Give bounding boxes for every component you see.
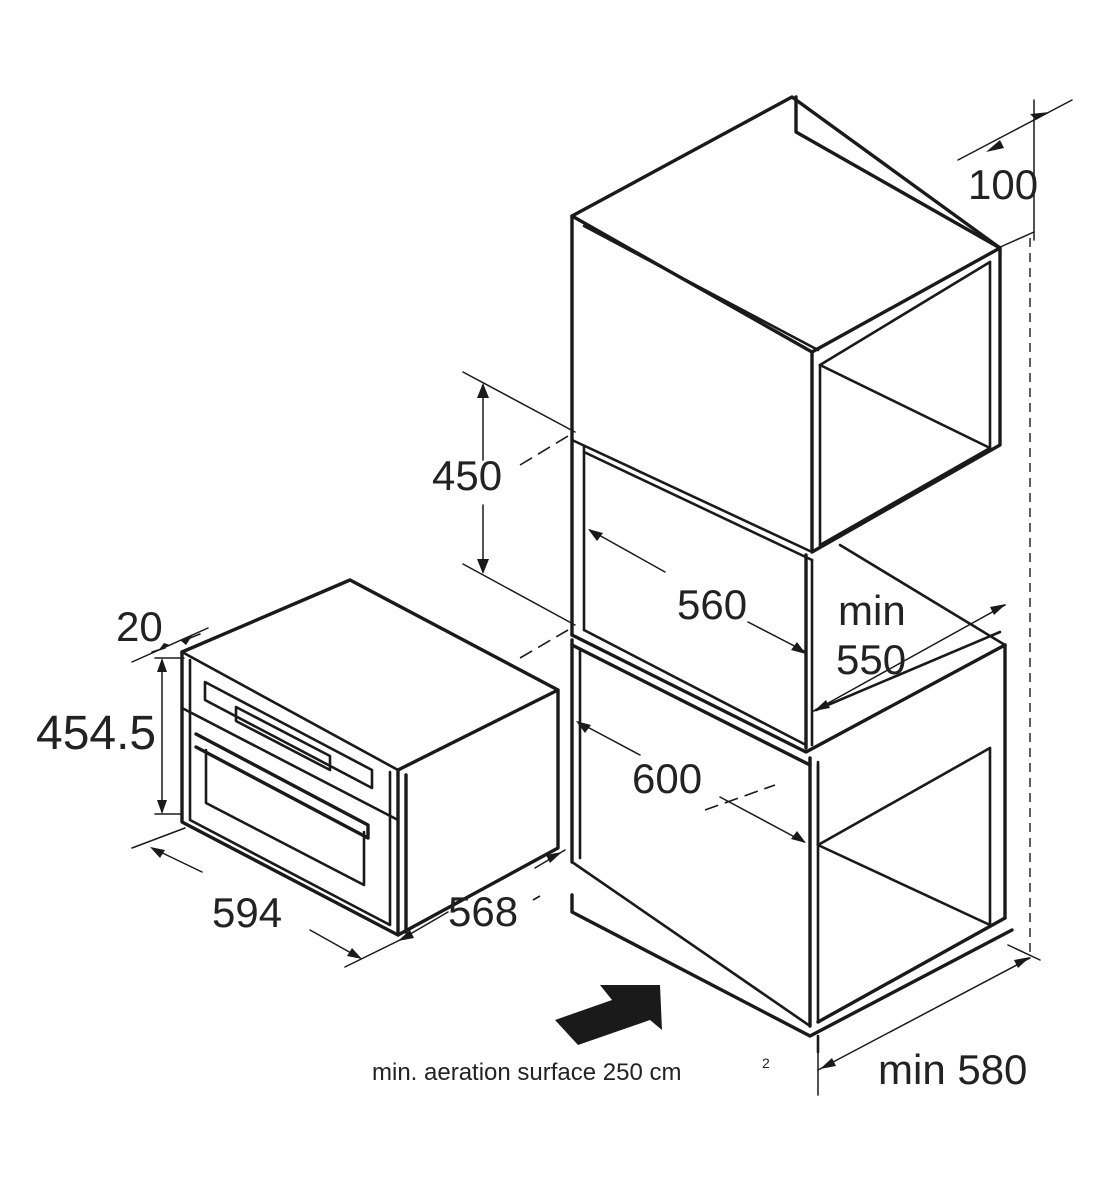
label-594: 594 <box>212 889 282 936</box>
label-600: 600 <box>632 755 702 802</box>
aeration-caption: min. aeration surface 250 cm 2 <box>372 1055 770 1086</box>
label-100: 100 <box>968 161 1038 208</box>
label-450: 450 <box>432 452 502 499</box>
niche-section <box>570 438 1007 754</box>
caption-text: min. aeration surface 250 cm <box>372 1059 681 1086</box>
caption-superscript: 2 <box>762 1055 770 1071</box>
upper-cabinet <box>570 95 1002 554</box>
label-568: 568 <box>448 888 518 935</box>
lower-cabinet <box>570 638 1014 1054</box>
label-550: 550 <box>836 636 906 683</box>
dimension-labels: 100 450 560 min 550 600 20 454.5 594 568… <box>36 161 1038 1093</box>
label-560: 560 <box>677 581 747 628</box>
dimension-lines <box>131 99 1073 1096</box>
label-min-580: min 580 <box>878 1046 1027 1093</box>
oven <box>180 578 560 937</box>
aeration-arrow-icon <box>555 985 662 1045</box>
label-454-5: 454.5 <box>36 707 156 760</box>
label-20: 20 <box>116 603 163 650</box>
label-min: min <box>838 587 906 634</box>
